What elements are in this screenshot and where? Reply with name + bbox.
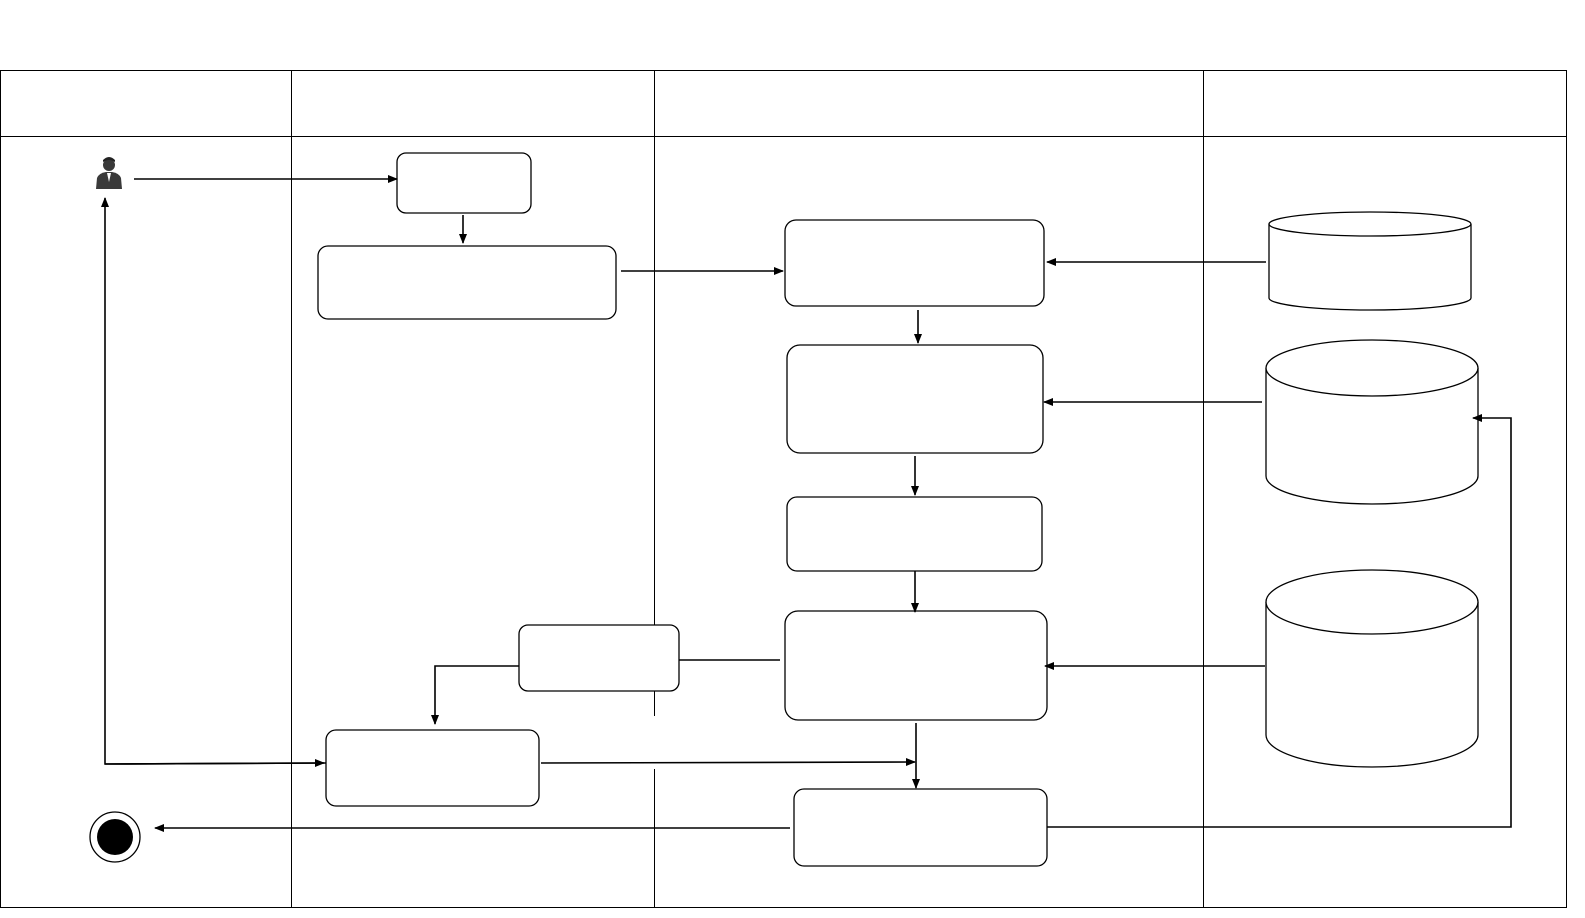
final-box[interactable]: [793, 788, 1048, 867]
database-1[interactable]: [1268, 211, 1472, 311]
user-icon: [96, 157, 122, 189]
swimlane-frame: [0, 70, 1567, 908]
response-box[interactable]: [325, 729, 540, 807]
flow-response-to-final: [540, 758, 916, 767]
database-2[interactable]: [1265, 339, 1479, 505]
start-box[interactable]: [396, 152, 532, 214]
process-box-2[interactable]: [786, 344, 1044, 454]
final-node-icon: [89, 811, 141, 863]
request-box[interactable]: [317, 245, 617, 320]
process-box-4[interactable]: [784, 610, 1048, 721]
process-box-3[interactable]: [786, 496, 1043, 572]
lane-border: [0, 70, 1567, 908]
flow-final-to-db2: [1047, 414, 1512, 828]
process-box-1[interactable]: [784, 219, 1045, 307]
decision-box[interactable]: [518, 624, 680, 692]
flow-response-to-actor: [101, 197, 327, 765]
flow-actor-to-response: [104, 759, 325, 768]
database-3[interactable]: [1265, 569, 1479, 768]
flow-decision-to-response: [431, 665, 519, 725]
